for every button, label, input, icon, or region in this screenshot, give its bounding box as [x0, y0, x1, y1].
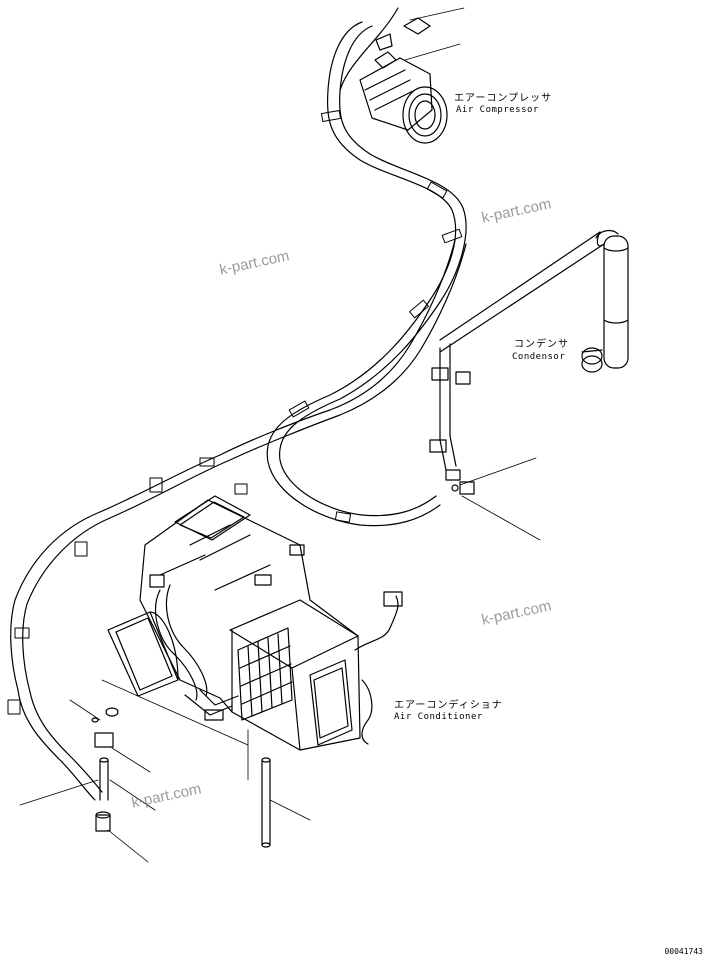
lower-fittings: [91, 707, 271, 848]
condenser-label-jp: コンデンサ: [514, 339, 569, 350]
air-conditioner-unit: [107, 495, 403, 751]
air-compressor: [359, 17, 448, 144]
hose-liquid-line: [10, 7, 467, 693]
air-conditioner-label-en: Air Conditioner: [394, 712, 483, 722]
hose-clamps: [7, 109, 463, 715]
hose-evaporator-line: [17, 689, 103, 801]
condenser-label-en: Condensor: [512, 352, 566, 362]
air-compressor-label-jp: エアーコンプレッサ: [454, 93, 553, 104]
air-conditioner-label-jp: エアーコンディショナ: [394, 700, 503, 711]
condenser: [439, 229, 629, 373]
drawing-number: 00041743: [664, 947, 703, 956]
hose-compressor-to-unit: [266, 21, 467, 527]
leader-lines: [19, 7, 541, 863]
condenser-outlet-pipe: [429, 343, 475, 495]
air-compressor-label-en: Air Compressor: [456, 105, 539, 115]
